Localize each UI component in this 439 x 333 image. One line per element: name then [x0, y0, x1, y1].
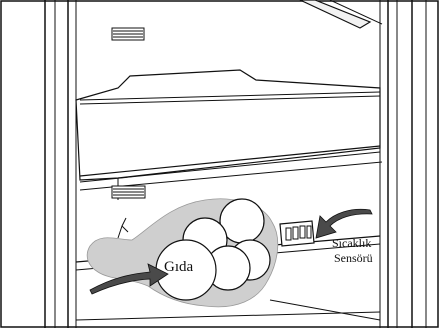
right-wall [387, 0, 427, 328]
food-label: Gıda [164, 259, 194, 275]
top-shelf [299, 0, 383, 29]
lower-vent-icon [111, 185, 146, 199]
sprig-icon [117, 217, 129, 239]
back-wall [75, 0, 381, 328]
middle-shelf [75, 69, 383, 200]
food-items [155, 198, 271, 301]
sensor-label-line2: Sensörü [334, 251, 373, 265]
food-arrow-icon [89, 263, 169, 295]
temperature-sensor-icon [279, 220, 315, 247]
sensor-arrow-icon [315, 208, 373, 239]
upper-vent-icon [111, 27, 145, 41]
sensor-label-line1: Sıcaklık [332, 236, 371, 250]
